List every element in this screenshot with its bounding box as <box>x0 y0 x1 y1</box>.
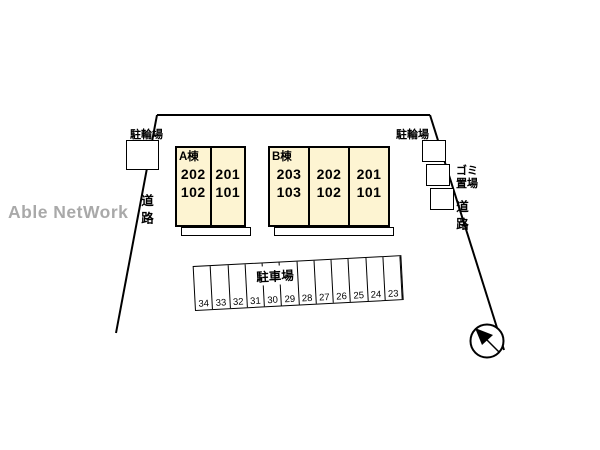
parking-space: 34 <box>193 266 214 310</box>
bike-parking-left-area <box>126 140 159 170</box>
unit-number: 201 <box>356 166 382 182</box>
unit-number: 203 <box>276 166 302 182</box>
unit-number: 102 <box>316 184 342 200</box>
bike-parking-left-label: 駐輪場 <box>130 129 163 141</box>
building-a-unit-1: A棟 202 102 <box>177 148 212 225</box>
parking-space-number: 24 <box>370 289 382 301</box>
parking-lot-label: 駐車場 <box>253 264 297 286</box>
building-b-name: B棟 <box>272 151 292 163</box>
parking-space-number: 25 <box>353 290 365 302</box>
building-b-entrance-strip <box>274 227 394 236</box>
parking-space: 25 <box>348 257 369 302</box>
parking-space-number: 27 <box>318 291 330 304</box>
garbage-area-label-line2: 置場 <box>456 178 478 190</box>
parking-space-number: 26 <box>336 291 348 303</box>
building-a-entrance-strip <box>181 227 251 236</box>
building-b-unit-1: B棟 203 103 <box>270 148 310 225</box>
parking-space-number: 33 <box>215 297 227 309</box>
unit-name-spacer <box>350 149 352 165</box>
building-a-name: A棟 <box>179 151 199 163</box>
unit-number: 103 <box>276 184 302 200</box>
watermark: Able NetWork <box>8 202 129 222</box>
parking-space: 26 <box>331 258 351 303</box>
unit-name-spacer <box>212 149 214 165</box>
garbage-area-label: ゴミ 置場 <box>456 165 478 191</box>
parking-space-number: 31 <box>249 295 262 308</box>
building-a: A棟 202 102 201 101 <box>175 146 246 227</box>
road-label-left: 道路 <box>139 194 153 229</box>
north-arrow-icon <box>469 323 505 359</box>
parking-space-number: 28 <box>301 292 313 305</box>
building-b-unit-3: 201 101 <box>350 148 388 225</box>
parking-space: 33 <box>210 265 231 310</box>
bike-parking-right-label: 駐輪場 <box>396 129 429 141</box>
building-a-unit-2: 201 101 <box>212 148 245 225</box>
parking-space: 24 <box>365 257 386 301</box>
unit-name-spacer <box>310 149 312 165</box>
unit-number: 102 <box>180 184 206 200</box>
parking-space-number: 23 <box>387 288 399 300</box>
garbage-area-box <box>430 188 454 210</box>
building-b-unit-2: 202 102 <box>310 148 350 225</box>
building-b: B棟 203 103 202 102 201 101 <box>268 146 390 227</box>
garbage-area-label-line1: ゴミ <box>456 165 478 177</box>
parking-space-number: 29 <box>284 293 296 306</box>
unit-number: 101 <box>356 184 382 200</box>
unit-number: 101 <box>215 184 241 200</box>
unit-number: 201 <box>215 166 241 182</box>
unit-number: 202 <box>180 166 206 182</box>
parking-space: 32 <box>228 264 248 309</box>
bike-parking-right-area-1 <box>422 140 446 162</box>
parking-space: 23 <box>383 256 403 301</box>
parking-space-number: 34 <box>198 298 210 310</box>
parking-space: 27 <box>314 259 334 304</box>
unit-number: 202 <box>316 166 342 182</box>
road-label-right: 道路 <box>454 200 468 235</box>
bike-parking-right-area-2 <box>426 164 450 186</box>
parking-space-number: 30 <box>267 294 279 307</box>
parking-space: 28 <box>297 260 317 305</box>
parking-space-number: 32 <box>232 296 244 308</box>
parking-lot: 34 33 32 31 30 29 28 27 26 25 24 23 駐車場 <box>192 255 404 311</box>
